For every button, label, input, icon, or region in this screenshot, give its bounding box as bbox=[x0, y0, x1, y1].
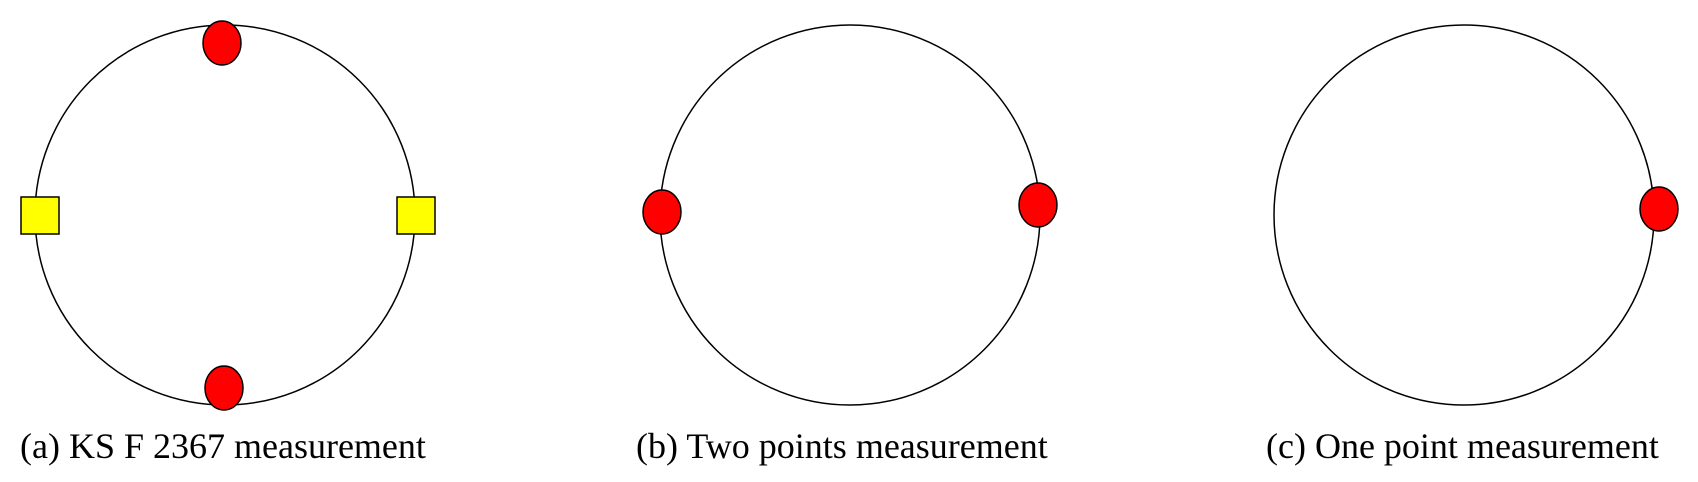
specimen-circle bbox=[1273, 24, 1655, 406]
specimen-circle bbox=[34, 24, 416, 406]
support-point-right bbox=[396, 196, 436, 235]
panel-c-caption: (c) One point measurement bbox=[1266, 426, 1659, 466]
panel-a-drawing bbox=[20, 20, 436, 411]
panel-a: (a) KS F 2367 measurement bbox=[0, 0, 460, 482]
sensor-point-right bbox=[1018, 182, 1058, 228]
panel-c-drawing bbox=[1273, 24, 1679, 406]
panel-c: (c) One point measurement bbox=[1240, 0, 1698, 482]
support-point-left bbox=[20, 196, 60, 235]
sensor-point-right bbox=[1639, 186, 1679, 232]
panel-b: (b) Two points measurement bbox=[600, 0, 1120, 482]
panel-b-drawing bbox=[642, 24, 1058, 406]
sensor-point-bottom bbox=[204, 365, 244, 411]
panel-b-caption: (b) Two points measurement bbox=[636, 426, 1048, 466]
sensor-point-top bbox=[202, 20, 242, 66]
specimen-circle bbox=[659, 24, 1041, 406]
panel-a-caption: (a) KS F 2367 measurement bbox=[20, 426, 426, 466]
sensor-point-left bbox=[642, 189, 682, 235]
